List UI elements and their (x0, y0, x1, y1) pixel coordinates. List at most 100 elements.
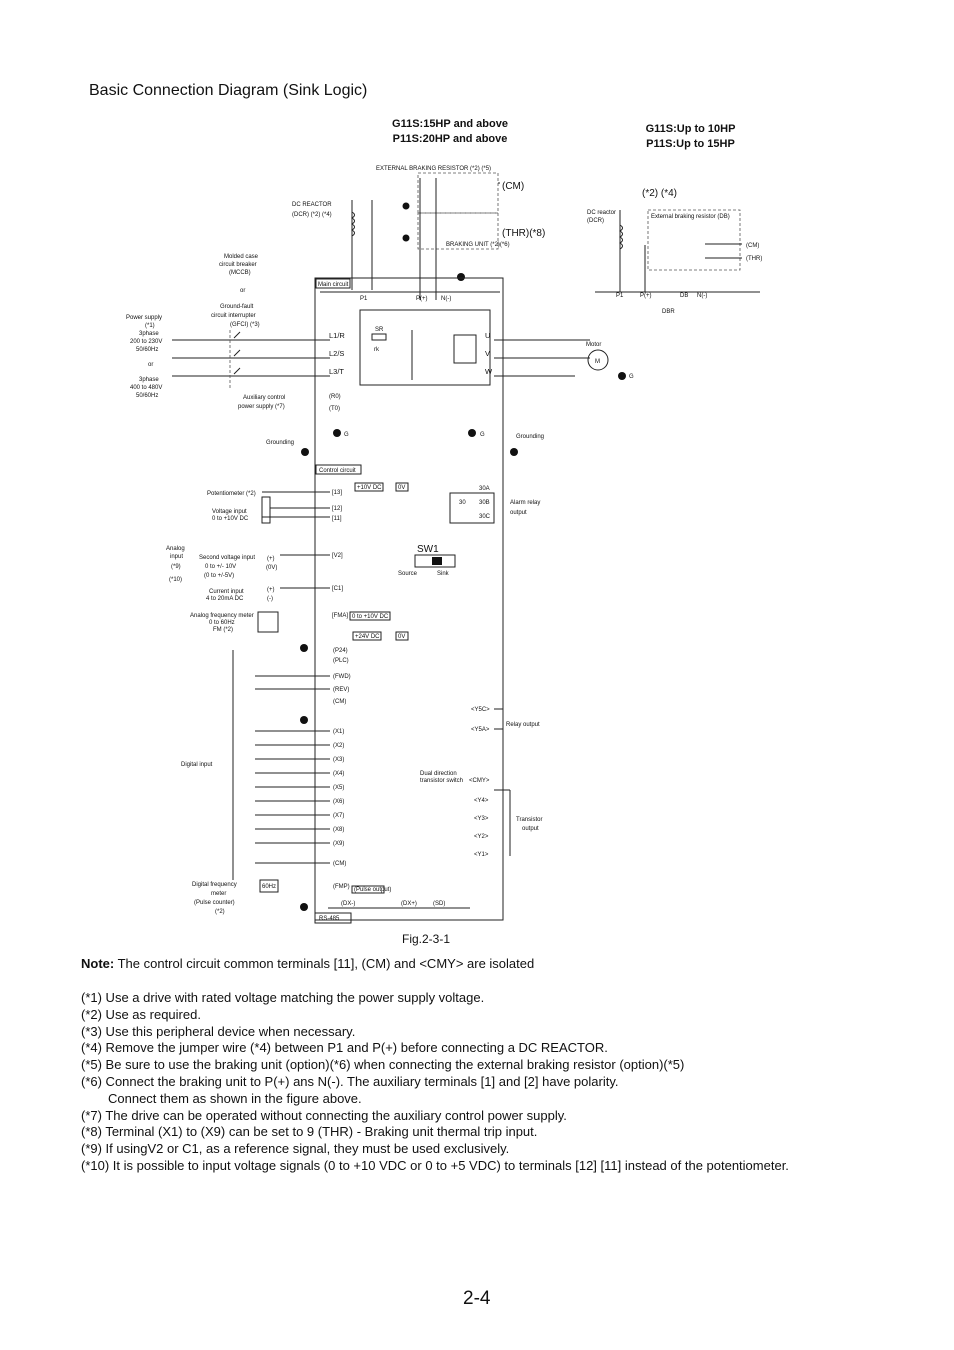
svg-text:(CM): (CM) (333, 861, 346, 867)
thr-label: (THR)(*8) (502, 228, 545, 239)
svg-text:200 to 230V: 200 to 230V (130, 339, 162, 345)
svg-text:+24V DC: +24V DC (355, 634, 380, 640)
svg-text:(X6): (X6) (333, 799, 344, 805)
svg-text:power supply (*7): power supply (*7) (238, 404, 285, 410)
svg-text:(*1): (*1) (145, 323, 155, 329)
svg-text:P1: P1 (360, 296, 368, 302)
footnote: (*2) Use as required. (81, 1006, 201, 1022)
svg-text:(*9): (*9) (171, 564, 181, 570)
footnote: (*3) Use this peripheral device when nec… (81, 1023, 356, 1039)
svg-text:Power supply: Power supply (126, 315, 162, 321)
svg-text:(*10): (*10) (169, 577, 182, 583)
svg-text:(Pulse output): (Pulse output) (354, 887, 391, 893)
svg-text:(MCCB): (MCCB) (229, 270, 251, 276)
svg-text:(X9): (X9) (333, 841, 344, 847)
svg-text:SR: SR (375, 327, 384, 333)
svg-text:G: G (629, 374, 634, 380)
svg-text:(DCR) (*2) (*4): (DCR) (*2) (*4) (292, 212, 332, 218)
svg-text:P1: P1 (616, 293, 624, 299)
svg-text:+10V DC: +10V DC (357, 485, 382, 491)
svg-text:(Pulse counter): (Pulse counter) (194, 900, 235, 906)
svg-text:(CM): (CM) (333, 699, 346, 705)
svg-text:(-): (-) (267, 596, 273, 602)
svg-text:3phase: 3phase (139, 377, 159, 383)
svg-text:[V2]: [V2] (332, 553, 343, 559)
svg-text:(P24): (P24) (333, 648, 348, 654)
svg-text:400 to 480V: 400 to 480V (130, 385, 162, 391)
svg-text:(X1): (X1) (333, 729, 344, 735)
rs485-label: RS-485 (319, 916, 340, 922)
svg-text:V: V (485, 349, 490, 358)
svg-text:(0 to +/-5V): (0 to +/-5V) (204, 573, 234, 579)
connection-diagram: .w { stroke:#222; stroke-width:1; fill:n… (126, 166, 762, 924)
relay-output-label: Relay output (506, 722, 540, 728)
svg-text:L2/S: L2/S (329, 349, 344, 358)
svg-text:circuit breaker: circuit breaker (219, 262, 257, 268)
footnote: (*6) Connect the braking unit to P(+) an… (81, 1073, 619, 1089)
svg-text:<Y3>: <Y3> (474, 816, 489, 822)
svg-text:(DCR): (DCR) (587, 218, 604, 224)
svg-text:M: M (595, 359, 600, 365)
svg-text:(FWD): (FWD) (333, 674, 351, 680)
main-circuit-label: Main circuit (318, 282, 349, 288)
analog-freq-label: Analog frequency meter (190, 613, 254, 619)
gfci-label: Ground-fault (220, 304, 254, 310)
svg-text:(X3): (X3) (333, 757, 344, 763)
svg-text:DB: DB (680, 293, 688, 299)
potentiometer-label: Potentiometer (*2) (207, 491, 256, 497)
footnote: (*10) It is possible to input voltage si… (81, 1157, 789, 1173)
svg-text:(R0): (R0) (329, 394, 341, 400)
dc-reactor-label: DC REACTOR (292, 202, 332, 208)
svg-text:FM (*2): FM (*2) (213, 627, 233, 633)
svg-text:(X5): (X5) (333, 785, 344, 791)
svg-text:input: input (170, 554, 183, 560)
svg-text:(DX+): (DX+) (401, 901, 417, 907)
braking-unit-label: BRAKING UNIT (*2)(*6) (446, 242, 510, 248)
svg-text:U: U (485, 331, 490, 340)
svg-text:DC reactor: DC reactor (587, 210, 616, 216)
alarm-relay-label: Alarm relay (510, 500, 540, 506)
svg-text:W: W (485, 367, 493, 376)
svg-text:[13]: [13] (332, 490, 342, 496)
svg-text:L1/R: L1/R (329, 331, 345, 340)
footnotes: (*1) Use a drive with rated voltage matc… (81, 990, 789, 1175)
footnote: (*7) The drive can be operated without c… (81, 1107, 567, 1123)
svg-text:transistor switch: transistor switch (420, 778, 463, 784)
footnote: (*9) If usingV2 or C1, as a reference si… (81, 1141, 510, 1157)
svg-text:G: G (344, 432, 349, 438)
svg-text:Sink: Sink (437, 571, 450, 577)
svg-text:(DX-): (DX-) (341, 901, 355, 907)
ext-resistor-label: EXTERNAL BRAKING RESISTOR (*2) (*5) (376, 166, 491, 172)
svg-text:(+): (+) (267, 587, 275, 593)
svg-text:P(+): P(+) (416, 296, 428, 302)
svg-text:3phase: 3phase (139, 331, 159, 337)
svg-text:(X7): (X7) (333, 813, 344, 819)
dual-switch-label: Dual direction (420, 771, 457, 777)
svg-text:[12]: [12] (332, 506, 342, 512)
svg-text:L3/T: L3/T (329, 367, 344, 376)
svg-text:Voltage input: Voltage input (212, 509, 247, 515)
aux-power-label: Auxiliary control (243, 395, 285, 401)
svg-text:or: or (148, 362, 153, 368)
svg-text:(*2): (*2) (215, 909, 225, 915)
svg-text:0V: 0V (398, 485, 405, 491)
svg-text:(PLC): (PLC) (333, 658, 349, 664)
svg-text:<Y2>: <Y2> (474, 834, 489, 840)
analog-input-label: Analog (166, 546, 185, 552)
svg-text:(SD): (SD) (433, 901, 445, 907)
right-ext-resistor: External braking resistor (DB) (651, 214, 730, 220)
svg-text:<Y5C>: <Y5C> (471, 707, 490, 713)
cm-label: (CM) (502, 181, 524, 192)
svg-text:(X4): (X4) (333, 771, 344, 777)
svg-text:(REV): (REV) (333, 687, 349, 693)
svg-text:circuit interrupter: circuit interrupter (211, 313, 256, 319)
svg-text:<Y4>: <Y4> (474, 798, 489, 804)
svg-text:(X8): (X8) (333, 827, 344, 833)
current-input-label: Current input (209, 589, 244, 595)
svg-text:(T0): (T0) (329, 406, 340, 412)
digital-terminals: (P24) (PLC) (FWD) (REV) (CM) (X1) (X2) (… (333, 648, 351, 890)
svg-text:or: or (240, 288, 245, 294)
svg-text:(GFCI) (*3): (GFCI) (*3) (230, 322, 260, 328)
right-cm: (CM) (746, 243, 759, 249)
